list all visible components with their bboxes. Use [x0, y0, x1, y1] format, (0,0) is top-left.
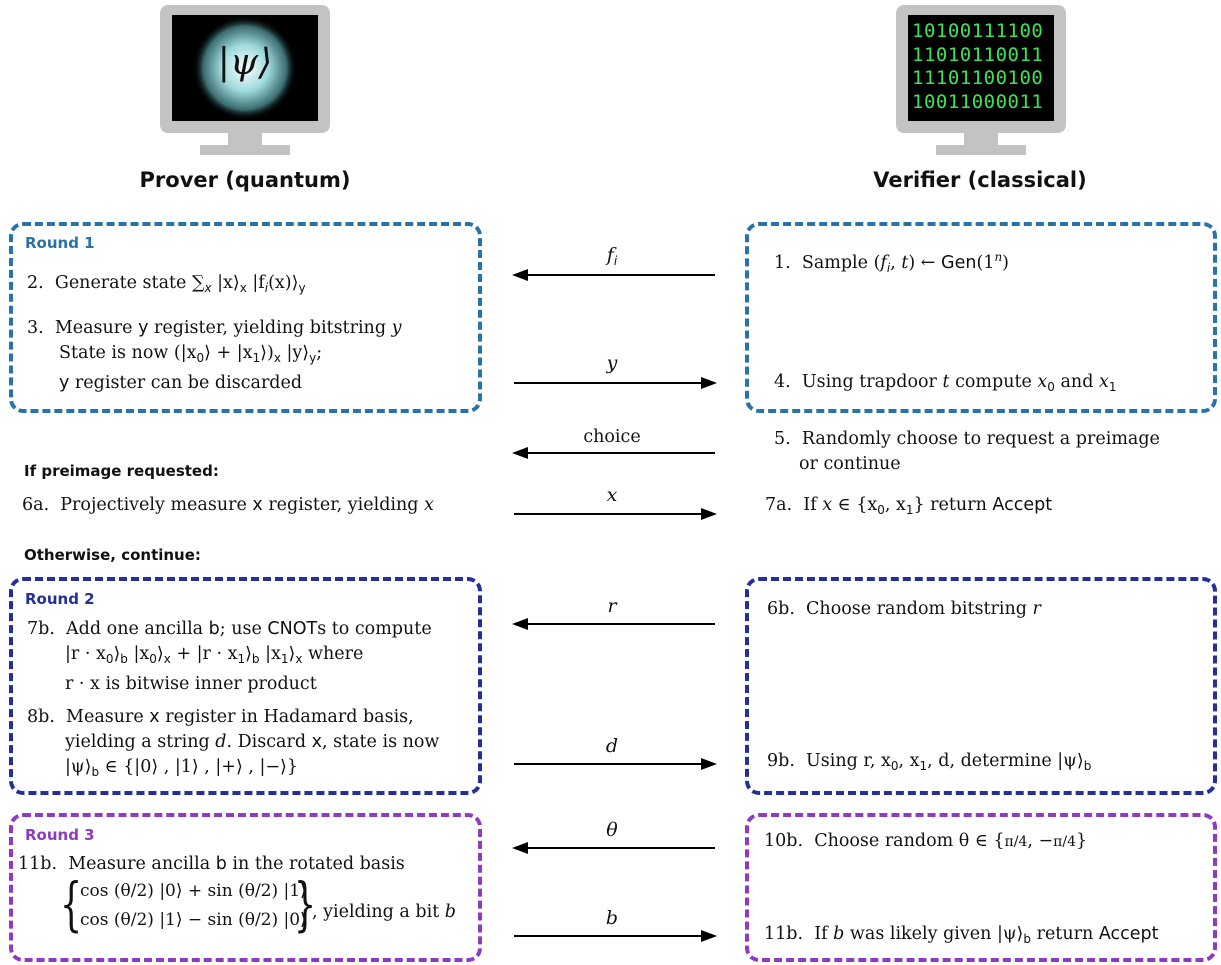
binary-line: 10011000011	[912, 90, 1044, 113]
round2-prover-box	[9, 577, 482, 795]
verifier-title: Verifier (classical)	[873, 168, 1087, 192]
preimage-note: If preimage requested:	[24, 462, 219, 480]
step-11b-verifier: 11b. If b was likely given |ψ⟩b return A…	[764, 924, 1159, 946]
step-8b: 8b. Measure x register in Hadamard basis…	[27, 707, 440, 779]
step-6b: 6b. Choose random bitstring r	[767, 599, 1041, 619]
step-9b: 9b. Using r, x0, x1, d, determine |ψ⟩b	[767, 751, 1092, 773]
message-label-x: x	[606, 484, 618, 506]
round1-label: Round 1	[25, 234, 95, 252]
psi-ket-symbol: |ψ⟩	[217, 42, 273, 83]
step-4: 4. Using trapdoor t compute x0 and x1	[774, 372, 1117, 394]
step-7b: 7b. Add one ancilla b; use CNOTs to comp…	[27, 619, 432, 694]
binary-screen-text: 10100111100 11010110011 11101100100 1001…	[912, 20, 1043, 114]
message-label-y: y	[606, 352, 618, 374]
step-1: 1. Sample (fi, t) ← Gen(1n)	[774, 250, 1009, 275]
binary-line: 11010110011	[912, 43, 1044, 66]
message-label-fi: fi	[606, 244, 618, 268]
prover-title: Prover (quantum)	[139, 168, 351, 192]
arrow-theta	[512, 842, 715, 854]
round3-prover-box	[9, 813, 482, 962]
step-3: 3. Measure y register, yielding bitstrin…	[27, 318, 402, 393]
step-7a: 7a. If x ∈ {x0, x1} return Accept	[765, 495, 1053, 517]
arrow-y	[514, 377, 717, 389]
round1-verifier-box	[745, 222, 1217, 413]
round3-verifier-box	[745, 813, 1217, 962]
binary-line: 11101100100	[912, 67, 1044, 89]
arrow-fi	[512, 269, 715, 281]
arrow-b	[514, 930, 717, 942]
otherwise-note: Otherwise, continue:	[24, 546, 201, 564]
round2-verifier-box	[745, 577, 1217, 795]
quantum-computer-icon	[160, 5, 330, 155]
arrow-x	[514, 508, 717, 520]
arrow-choice	[512, 447, 715, 459]
round2-label: Round 2	[25, 590, 95, 608]
arrow-r	[512, 618, 715, 630]
binary-line: 10100111100	[912, 20, 1044, 42]
round1-prover-box	[9, 222, 482, 413]
rotated-basis-rows: cos (θ/2) |0⟩ + sin (θ/2) |1⟩ cos (θ/2) …	[80, 877, 307, 935]
arrow-d	[514, 758, 717, 770]
message-label-b: b	[605, 907, 619, 929]
message-label-r: r	[607, 595, 617, 617]
rotated-basis-tail: , yielding a bit b	[312, 902, 456, 922]
step-10b: 10b. Choose random θ ∈ {π/4, −π/4}	[764, 831, 1088, 851]
basis-row-2: cos (θ/2) |1⟩ − sin (θ/2) |0⟩	[80, 910, 307, 930]
rotated-basis-brace-left: {	[60, 870, 83, 938]
step-6a: 6a. Projectively measure x register, yie…	[22, 495, 434, 515]
message-label-choice: choice	[583, 427, 641, 447]
step-5: 5. Randomly choose to request a preimage…	[774, 429, 1160, 474]
message-label-d: d	[605, 735, 619, 757]
step-2: 2. Generate state ∑x |x⟩x |fi(x)⟩y	[27, 273, 306, 295]
round3-label: Round 3	[25, 826, 95, 844]
basis-row-1: cos (θ/2) |0⟩ + sin (θ/2) |1⟩	[80, 881, 307, 901]
rotated-basis-brace-right: }	[294, 870, 317, 938]
message-label-theta: θ	[606, 819, 618, 841]
step-11b-prover: 11b. Measure ancilla b in the rotated ba…	[18, 854, 405, 874]
classical-computer-icon	[896, 5, 1066, 155]
